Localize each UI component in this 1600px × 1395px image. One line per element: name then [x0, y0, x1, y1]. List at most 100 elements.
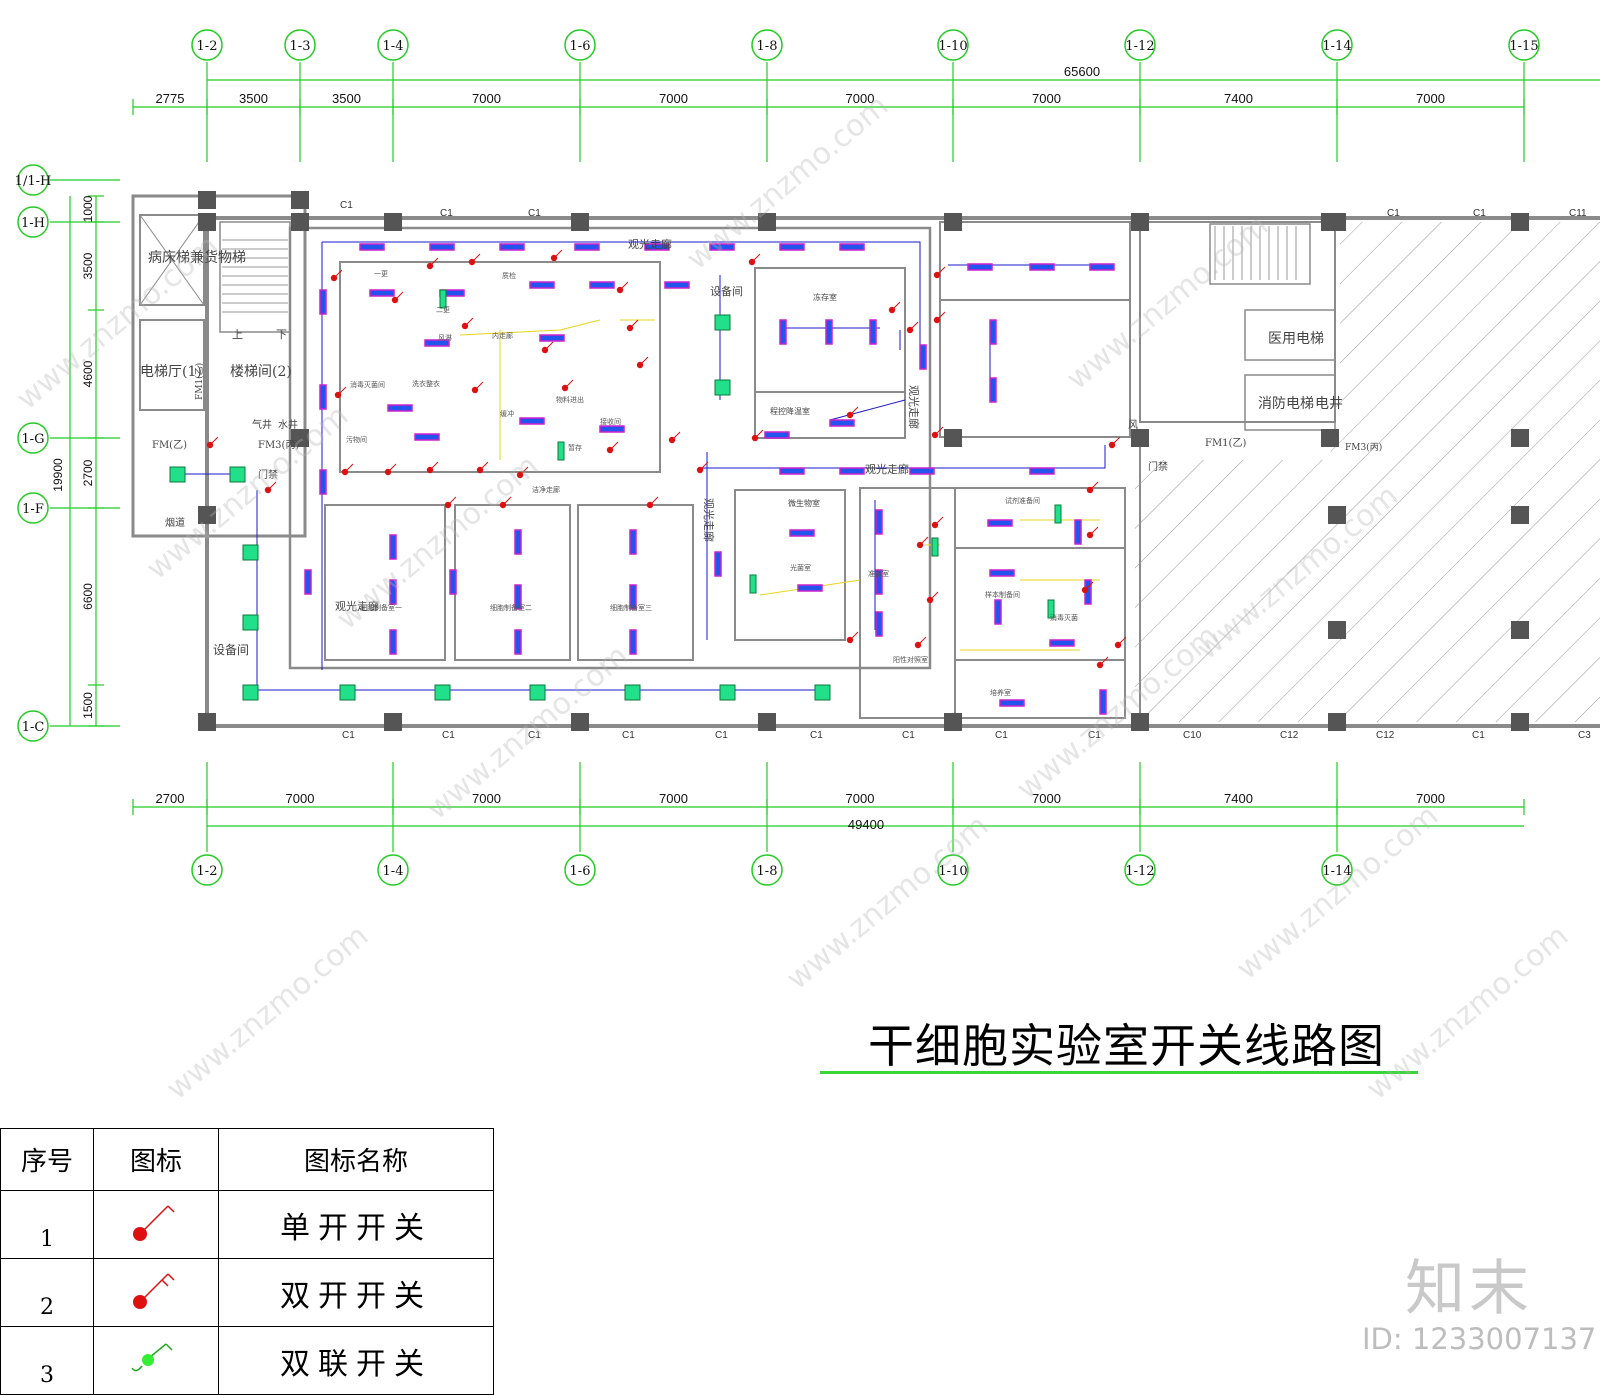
strip-light: [514, 529, 522, 555]
column: [1511, 621, 1529, 639]
room-label-fm-d: FM1(乙): [1205, 437, 1246, 449]
switch-lever: [849, 406, 859, 416]
dim-label: 3500: [239, 91, 268, 106]
dim-label-left: 4600: [81, 360, 95, 387]
wall-switch-icon: [341, 463, 354, 476]
axis-bubble: 1-6: [564, 854, 596, 886]
column: [198, 713, 216, 731]
wall-switch-icon: [916, 536, 929, 549]
window-label-top: C11: [1569, 208, 1587, 219]
axis-bubble-circle: [1124, 29, 1156, 61]
wall-switch-icon: [384, 463, 397, 476]
axis-bubble-label: 1/1-H: [15, 174, 52, 189]
column: [198, 213, 216, 231]
green-light-panel: [714, 314, 731, 331]
legend-header-row: 序号 图标 图标名称: [0, 1128, 494, 1191]
wall-switch-icon: [1081, 581, 1094, 594]
north-east-room-wall: [939, 221, 1131, 438]
window-label-bottom: C1: [1472, 730, 1485, 741]
switch-lever: [639, 356, 649, 366]
switch-lever: [394, 291, 404, 301]
window-label-top: C1: [1473, 208, 1486, 219]
dim-total-top: 65600: [1064, 64, 1100, 79]
axis-bubble: 1-8: [751, 29, 783, 61]
switch-lever: [474, 381, 484, 391]
small-room-label: 缓冲: [500, 409, 514, 418]
small-room-label: 细胞制备室一: [360, 603, 402, 612]
axis-bubble-label: 1-C: [22, 720, 45, 735]
wire-run: [322, 241, 921, 350]
axis-bubble: 1-H: [17, 206, 49, 238]
axis-bubble-label: 1-2: [197, 39, 218, 54]
cell-prep-room-3: [577, 504, 694, 661]
wall-switch-icon: [626, 319, 639, 332]
strip-light: [359, 243, 385, 251]
axis-bubble-circle: [284, 29, 316, 61]
axis-bubble-circle: [17, 710, 49, 742]
room-label-obs-corr-c: 观光走廊: [865, 462, 909, 476]
dim-label: 2775: [156, 91, 185, 106]
column: [1131, 429, 1149, 447]
wall-switch-icon: [426, 257, 439, 270]
room-label-equip-a: 设备间: [213, 643, 249, 657]
column: [291, 429, 309, 447]
dim-label: 7000: [846, 791, 875, 806]
column: [944, 213, 962, 231]
column: [384, 713, 402, 731]
room-label-obs-corr-b: 观光走廊: [335, 599, 379, 613]
green-light-panel: [169, 466, 186, 483]
column: [758, 213, 776, 231]
wall-switch-icon: [668, 431, 681, 444]
strip-light: [389, 629, 397, 655]
strip-light: [1029, 467, 1055, 475]
axis-bubble-circle: [17, 492, 49, 524]
strip-light: [909, 467, 935, 475]
switch-lever: [1089, 481, 1099, 491]
axis-bubble-label: 1-2: [197, 864, 218, 879]
drawing-title: 干细胞实验室开关线路图: [868, 1019, 1385, 1073]
strip-light: [539, 334, 565, 342]
axis-bubble-label: 1-4: [383, 39, 404, 54]
wall-switch-icon: [751, 429, 764, 442]
green-light-panel: [814, 684, 831, 701]
dim-label-left: 3500: [81, 252, 95, 279]
wall-switch-icon: [616, 281, 629, 294]
switch-lever: [891, 301, 901, 311]
strip-light: [629, 584, 637, 610]
small-room-label: 二更: [436, 306, 450, 314]
room-label-stair: 楼梯间(2): [230, 364, 292, 380]
small-room-label: 洗衣整衣: [412, 379, 440, 388]
wall-switch-icon: [606, 441, 619, 454]
structural-columns: [198, 191, 1529, 731]
axis-bubble-circle: [564, 29, 596, 61]
strip-light: [994, 599, 1002, 625]
room-label-door-ctl-a: 门禁: [258, 468, 278, 481]
axis-bubble-label: 1-6: [570, 39, 591, 54]
switch-lever: [929, 591, 939, 601]
dim-label-left: 1500: [81, 692, 95, 719]
window-label-top: C1: [528, 208, 541, 219]
axis-bubble-label: 1-12: [1125, 864, 1154, 879]
small-room-label: 污物间: [346, 435, 367, 444]
axis-bubble-label: 1-8: [757, 39, 778, 54]
green-strip-light: [439, 289, 447, 309]
switch-lever: [267, 481, 277, 491]
legend-row: 1 单开开关: [0, 1190, 494, 1259]
micro-room-wall: [734, 489, 846, 641]
wall-switch-icon: [1114, 636, 1127, 649]
switch-lever: [936, 311, 946, 321]
switch-lever: [919, 536, 929, 546]
column: [1131, 713, 1149, 731]
switch-lever: [479, 461, 489, 471]
strip-light: [989, 569, 1015, 577]
dim-label: 7000: [659, 791, 688, 806]
dim-label-left: 6600: [81, 583, 95, 610]
east-stair-wall: [1209, 223, 1311, 285]
green-strip-light: [557, 441, 565, 461]
axis-bubble: 1-10: [937, 29, 969, 61]
green-strip-light: [1054, 504, 1062, 524]
axis-bubble: 1-C: [17, 710, 49, 742]
room-label-wind: 风: [1128, 419, 1138, 431]
window-label-bottom: C1: [622, 730, 635, 741]
small-room-label: 样本制备间: [985, 590, 1020, 599]
